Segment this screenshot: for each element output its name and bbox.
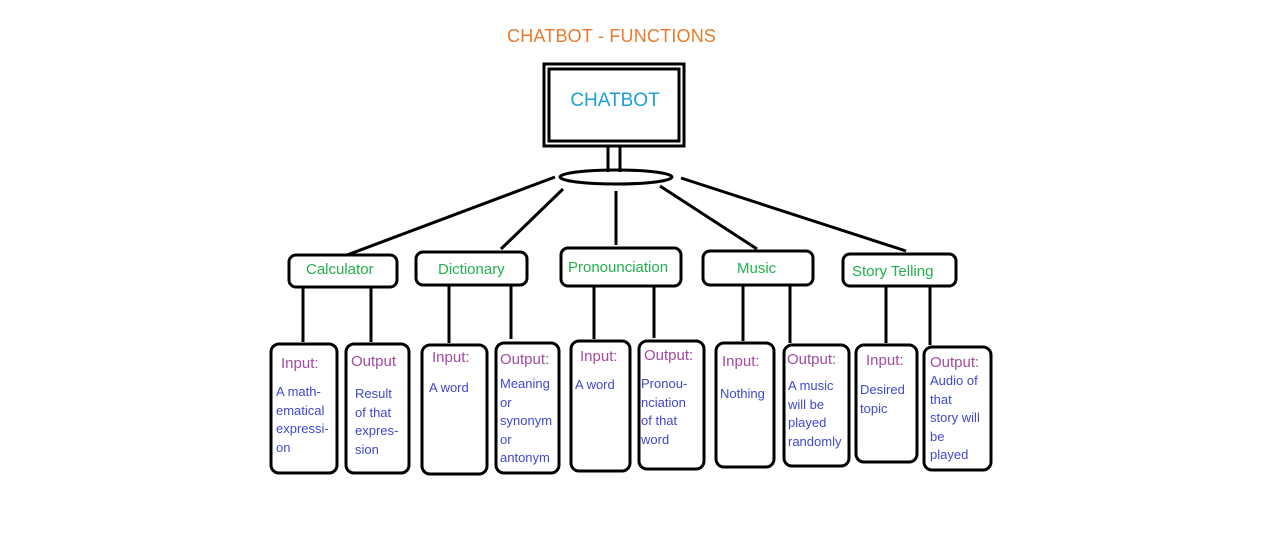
calculator-input-heading: Input: — [281, 355, 319, 372]
chatbot-label: CHATBOT — [570, 90, 660, 111]
story-telling-output-heading: Output: — [930, 354, 980, 371]
pronounciation-output-text: Pronou- nciation of that word — [641, 376, 688, 447]
dictionary-output-text: Meaning or synonym or antonym — [500, 376, 553, 465]
pronounciation-input-heading: Input: — [580, 348, 618, 365]
category-label-dictionary: Dictionary — [438, 261, 505, 278]
dictionary-input-box — [420, 343, 489, 476]
pronounciation-input-box — [569, 339, 632, 473]
connector-calculator — [346, 175, 556, 257]
dictionary-input-heading: Input: — [432, 349, 470, 366]
calculator-input-box — [269, 342, 339, 475]
category-label-calculator: Calculator — [306, 261, 374, 278]
pronounciation-output-box — [637, 339, 706, 471]
category-label-story-telling: Story Telling — [852, 263, 934, 280]
monitor-base — [558, 168, 674, 186]
connector-dictionary — [499, 187, 565, 251]
calculator-output-box — [344, 342, 411, 475]
category-box-story-telling — [841, 252, 958, 288]
dictionary-output-box — [494, 341, 561, 475]
monitor-outer-frame — [542, 62, 686, 148]
category-label-pronounciation: Pronounciation — [568, 259, 669, 276]
diagram-title: CHATBOT - FUNCTIONS — [507, 26, 717, 46]
story-telling-input-heading: Input: — [866, 352, 904, 369]
story-telling-output-box — [922, 345, 993, 472]
calculator-output-heading: Output — [351, 353, 397, 370]
music-output-text: A music will be played randomly — [788, 378, 842, 449]
calculator-input-text: A math- ematical expressi- on — [276, 384, 329, 455]
calculator-output-text: Result of that expres- sion — [355, 386, 399, 457]
category-box-pronounciation — [559, 246, 683, 288]
connector-story-telling — [680, 176, 907, 253]
connector-music — [659, 184, 758, 251]
category-box-music — [701, 249, 815, 287]
category-box-dictionary — [414, 250, 529, 287]
pronounciation-output-heading: Output: — [644, 347, 694, 364]
music-input-text: Nothing — [720, 386, 765, 401]
dictionary-output-heading: Output: — [500, 351, 550, 368]
monitor-screen — [547, 67, 681, 143]
music-output-box — [782, 343, 851, 468]
story-telling-input-text: Desired topic — [860, 382, 905, 416]
story-telling-input-box — [854, 343, 919, 464]
category-label-music: Music — [737, 260, 777, 277]
music-output-heading: Output: — [787, 351, 837, 368]
category-box-calculator — [287, 253, 399, 289]
pronounciation-input-text: A word — [575, 377, 615, 392]
dictionary-input-text: A word — [429, 380, 469, 395]
music-input-box — [714, 341, 776, 469]
music-input-heading: Input: — [722, 353, 760, 370]
story-telling-output-text: Audio of that story will be played — [930, 373, 980, 462]
